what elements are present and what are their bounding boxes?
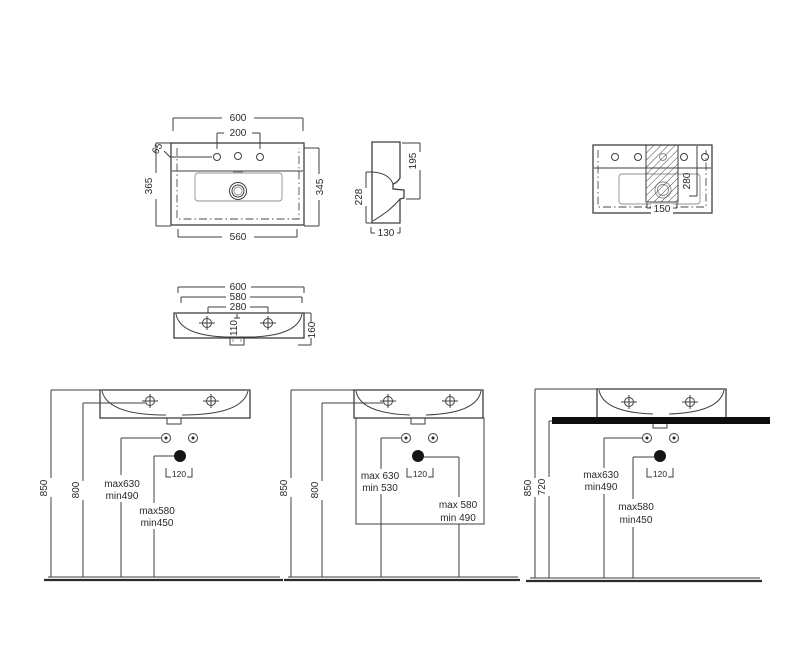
supply-valve-right: [188, 433, 198, 443]
trap-notch: [229, 338, 245, 346]
drain-inner: [233, 186, 243, 196]
cabinet: [355, 417, 485, 525]
tap-offset-leader: [163, 150, 212, 158]
waste-outlet: [412, 450, 424, 462]
bowl-rim-line: [371, 171, 394, 185]
drain-mid: [231, 184, 245, 198]
sink-outline: [353, 389, 484, 419]
tap-hole-1: [611, 153, 619, 161]
tap-hole-5: [701, 153, 709, 161]
mounting-hole-right: [442, 394, 458, 408]
install-diagram-cabinet: 850 800 max 630 min 530 120 max 580 min …: [279, 389, 520, 582]
dim-drain-max: max580: [618, 502, 654, 513]
dim-front-hole-spacing: 280: [230, 302, 247, 313]
dim-supply-spacing: 120: [653, 469, 667, 479]
supply-valve-right: [669, 433, 679, 443]
mounting-hole-right: [203, 394, 219, 408]
dim-rim-height: 850: [39, 479, 50, 496]
dim-drain-min: min 490: [440, 513, 476, 524]
bowl-underside-curve: [372, 198, 401, 222]
dim-plan-depth-right: 345: [315, 178, 326, 195]
view-side-profile: 195 228 130: [354, 141, 421, 239]
install-diagram-countertop: 850 720 max630 min490 120 max580 min450: [523, 388, 770, 583]
tap-hole-left: [213, 153, 221, 161]
install-diagram-wall: 850 800 max630 min490 max580 min450 120: [39, 389, 283, 582]
trap-notch: [410, 418, 426, 425]
view-front-elevation: 110 600 580 280 160: [173, 282, 318, 346]
profile-outline: [371, 141, 405, 224]
tap-hole-center: [234, 152, 242, 160]
mounting-hole-left: [380, 394, 396, 408]
tap-hole-4: [680, 153, 688, 161]
hatched-fixing-strip: [645, 144, 679, 203]
dim-hole-height: 800: [310, 481, 321, 498]
dim-drain-max: max 580: [439, 500, 478, 511]
waste-outlet: [174, 450, 186, 462]
dim-counter-height: 720: [537, 478, 548, 495]
tap-hole-2: [634, 153, 642, 161]
dim-front-width-top: 600: [230, 282, 247, 293]
mounting-hole-left: [199, 316, 215, 330]
countertop-bar: [552, 417, 770, 424]
drain-outer: [229, 182, 247, 200]
dim-drain-min: min450: [141, 518, 174, 529]
dim-strip-width: 150: [654, 204, 671, 215]
sink-outline: [596, 388, 727, 420]
supply-valve-left: [642, 433, 652, 443]
tap-hole-right: [256, 153, 264, 161]
waste-outlet: [654, 450, 666, 462]
mounting-hole-right: [260, 316, 276, 330]
dim-tap-spacing: 200: [230, 128, 247, 139]
basin-outline: [173, 312, 305, 339]
supply-valve-right: [428, 433, 438, 443]
dim-drain-max: max580: [139, 506, 175, 517]
hidden-edge-dashdot: [176, 148, 300, 220]
dim-supply-spacing: 120: [413, 469, 427, 479]
dim-side-height-left: 228: [354, 188, 365, 205]
dim-rim-height: 850: [279, 479, 290, 496]
dim-supply-min: min 530: [362, 483, 398, 494]
dim-rim-height: 850: [523, 479, 534, 496]
basin-outline: [170, 142, 305, 226]
mounting-hole-left: [621, 395, 637, 409]
dim-plan-depth-left: 365: [144, 177, 155, 194]
dim-supply-spacing: 120: [172, 469, 186, 479]
dim-side-depth: 130: [378, 228, 395, 239]
trap-notch: [652, 424, 668, 429]
bowl-outline: [194, 172, 283, 202]
dim-side-height-right: 195: [408, 152, 419, 169]
dim-plan-width-top: 600: [230, 113, 247, 124]
dim-supply-min: min490: [585, 482, 618, 493]
dim-hole-height: 800: [71, 481, 82, 498]
view-plan-top: 600 200 65 365 345 560: [144, 113, 326, 243]
trap-notch: [166, 418, 182, 425]
dim-tap-offset: 65: [150, 141, 165, 157]
dim-supply-max: max630: [583, 470, 619, 481]
view-plan-hatched: 280 150: [592, 144, 713, 215]
dim-plan-width-bottom: 560: [230, 232, 247, 243]
dim-front-height: 160: [307, 321, 318, 338]
dim-supply-max: max630: [104, 479, 140, 490]
supply-valve-left: [161, 433, 171, 443]
bowl-curve: [175, 313, 303, 338]
sink-outline: [99, 389, 251, 419]
dim-front-width-mid: 580: [230, 292, 247, 303]
dim-strip-depth: 280: [682, 172, 693, 189]
dim-supply-min: min490: [106, 491, 139, 502]
dim-supply-max: max 630: [361, 471, 400, 482]
dim-drain-min: min450: [620, 515, 653, 526]
dim-drain-offset: 110: [229, 320, 240, 336]
mounting-hole-right: [682, 395, 698, 409]
supply-valve-left: [401, 433, 411, 443]
mounting-hole-left: [142, 394, 158, 408]
